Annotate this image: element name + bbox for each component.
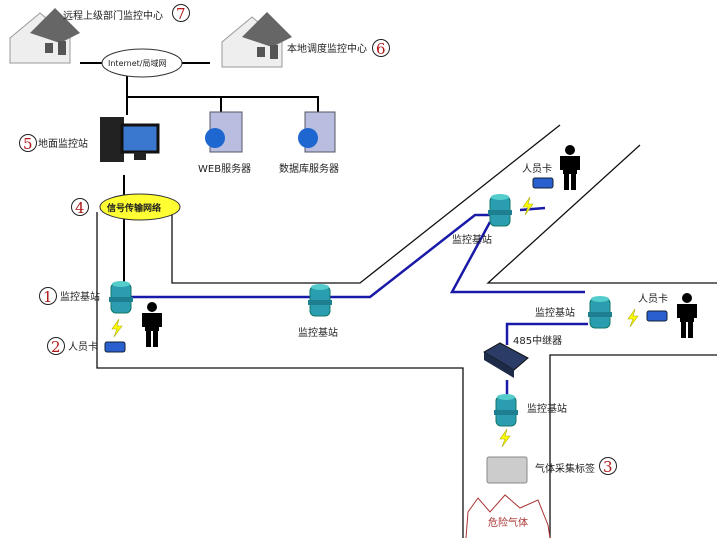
signal-network-cloud-icon: 信号传输网络 (99, 193, 181, 221)
computer-icon (100, 117, 160, 162)
base-station-label-4: 监控基站 (535, 306, 575, 319)
person-card-label-3: 人员卡 (638, 292, 668, 305)
wireless-bolt-icon (627, 308, 639, 328)
database-server-icon (298, 111, 336, 153)
wireless-bolt-icon (499, 428, 511, 448)
gas-tag-label: 气体采集标签 (535, 462, 595, 475)
number-2: 2 (51, 338, 61, 356)
person-icon (677, 293, 697, 338)
number-1: 1 (43, 288, 53, 306)
local-center-house-icon (221, 11, 293, 68)
base-station-icon (108, 280, 134, 314)
repeater-label: 485中继器 (513, 334, 562, 347)
repeater-icon (483, 342, 529, 378)
base-station-icon (307, 283, 333, 317)
person-icon (142, 302, 162, 347)
person-card-label-2: 人员卡 (522, 162, 552, 175)
base-station-label-3: 监控基站 (452, 233, 492, 246)
web-server-label: WEB服务器 (198, 162, 251, 175)
web-server-icon (205, 111, 243, 153)
person-card-label-1: 人员卡 (68, 340, 98, 353)
wireless-bolt-icon (522, 196, 534, 216)
person-card-icon (646, 310, 668, 322)
person-card-icon (104, 341, 126, 353)
base-station-label-1: 监控基站 (60, 290, 100, 303)
signal-network-label: 信号传输网络 (107, 202, 161, 214)
person-icon (560, 145, 580, 190)
person-card-icon (532, 177, 554, 189)
base-station-icon (587, 295, 613, 329)
base-station-label-5: 监控基站 (527, 402, 567, 415)
remote-center-label: 远程上级部门监控中心 (63, 9, 163, 22)
db-server-label: 数据库服务器 (279, 162, 339, 175)
danger-gas-burst (465, 494, 551, 538)
number-3: 3 (603, 458, 613, 476)
base-station-icon (487, 193, 513, 227)
blue-links (125, 206, 588, 395)
ground-station-label: 地面监控站 (38, 137, 88, 150)
internet-label: Internet/局域网 (108, 58, 166, 68)
wireless-bolt-icon (111, 318, 123, 338)
local-center-label: 本地调度监控中心 (287, 42, 367, 55)
number-4: 4 (75, 199, 85, 217)
danger-gas-label: 危险气体 (488, 516, 528, 529)
base-station-label-2: 监控基站 (298, 326, 338, 339)
base-station-icon (493, 393, 519, 427)
gas-tag-icon (486, 456, 528, 484)
number-7: 7 (176, 5, 186, 23)
internet-cloud-icon: Internet/局域网 (101, 48, 183, 78)
number-6: 6 (376, 40, 386, 58)
tunnel-walls (96, 124, 717, 538)
number-5: 5 (23, 135, 33, 153)
